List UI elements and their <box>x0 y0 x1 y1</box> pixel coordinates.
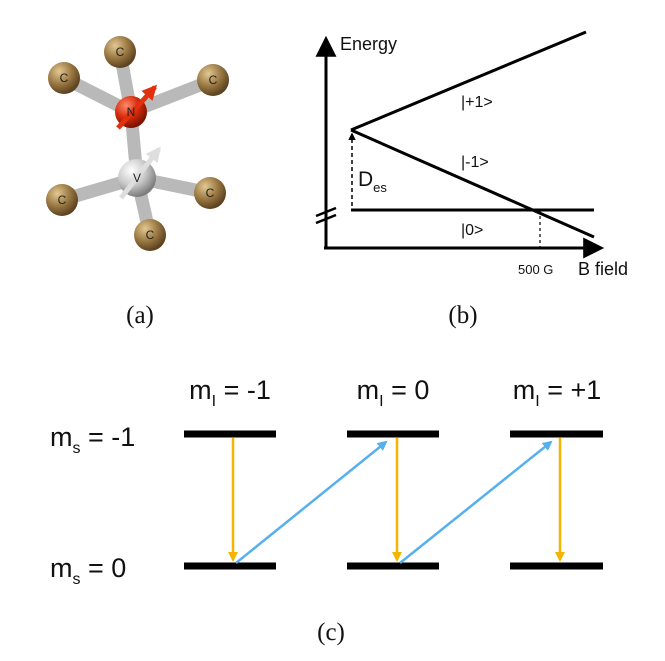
y-axis-label: Energy <box>340 34 397 54</box>
spin-arrow-icon <box>116 84 158 130</box>
spin-arrow-icon <box>119 146 161 200</box>
axis-break-icon <box>315 206 337 225</box>
column-header-mi-plus1: mI = +1 <box>513 375 602 410</box>
transfer-arrow <box>235 440 388 564</box>
atom-nitrogen: N <box>115 84 158 130</box>
svg-text:C: C <box>116 45 125 59</box>
state-plus1-label: |+1> <box>461 94 493 111</box>
svg-text:C: C <box>58 193 67 207</box>
atom-carbon: C <box>134 219 166 251</box>
splitting-label: Des <box>358 168 387 195</box>
atom-carbon: C <box>104 36 136 68</box>
x-axis-label: B field <box>578 259 628 279</box>
transfer-arrow <box>399 440 553 564</box>
panel-b-caption: (b) <box>448 302 477 329</box>
svg-text:C: C <box>60 71 69 85</box>
panel-a-nv-structure: C C C C C C V N <box>46 36 229 251</box>
bonds <box>55 45 220 242</box>
atom-carbon: C <box>194 177 226 209</box>
row-label-ms-zero: ms = 0 <box>50 553 126 588</box>
svg-text:C: C <box>206 186 215 200</box>
panel-c-caption: (c) <box>317 619 345 646</box>
state-minus1-label: |-1> <box>461 154 489 171</box>
column-header-mi-minus1: mI = -1 <box>189 375 271 410</box>
panel-b-energy-diagram: Energy B field Des 500 G |+1> |-1> |0> <box>315 30 628 279</box>
atom-vacancy: V <box>118 146 161 200</box>
panel-a-caption: (a) <box>126 302 154 329</box>
crossing-field-label: 500 G <box>518 262 553 277</box>
svg-text:C: C <box>209 73 218 87</box>
state-zero-label: |0> <box>461 222 483 239</box>
svg-text:C: C <box>146 228 155 242</box>
atom-carbon: C <box>197 64 229 96</box>
level-plus1-line <box>350 30 587 132</box>
level-minus1-line <box>350 128 595 239</box>
atom-carbon: C <box>48 62 80 94</box>
atom-carbon: C <box>46 184 78 216</box>
svg-text:N: N <box>127 105 136 119</box>
svg-text:V: V <box>133 171 141 185</box>
column-header-mi-zero: mI = 0 <box>357 375 430 410</box>
row-label-ms-minus1: ms = -1 <box>50 422 135 457</box>
panel-c-level-diagram: mI = -1 mI = 0 mI = +1 ms = -1 ms = 0 <box>50 375 603 588</box>
